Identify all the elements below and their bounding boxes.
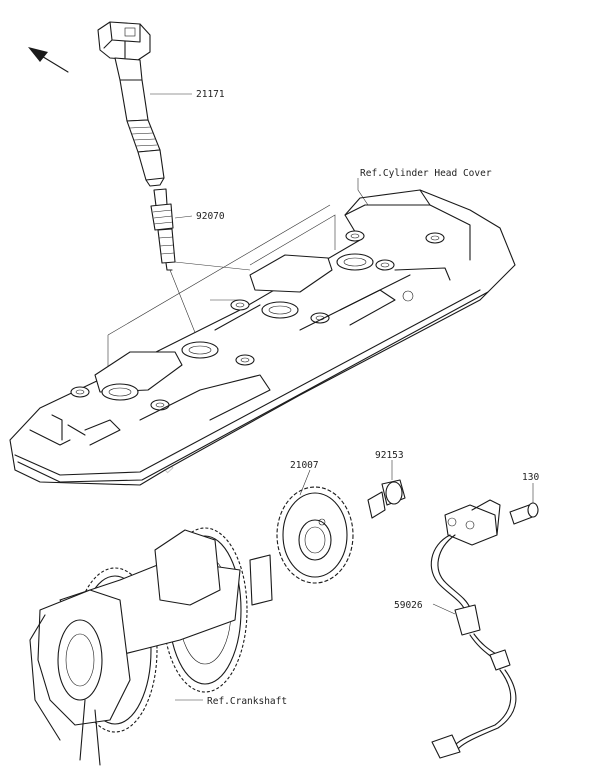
timing-rotor bbox=[276, 486, 354, 584]
crank-position-sensor bbox=[430, 499, 539, 759]
label-crankshaft-ref: Ref.Crankshaft bbox=[207, 696, 287, 707]
plug-hole-3 bbox=[181, 341, 219, 359]
label-spark-plug: 92070 bbox=[196, 211, 225, 222]
label-head-cover-ref: Ref.Cylinder Head Cover bbox=[360, 168, 492, 179]
plug-hole-4 bbox=[336, 253, 374, 271]
label-rotor: 21007 bbox=[290, 460, 319, 471]
direction-arrow-icon bbox=[28, 47, 69, 73]
mounting-bosses bbox=[70, 230, 445, 411]
ignition-coil bbox=[97, 21, 165, 187]
label-rotor-bolt: 92153 bbox=[375, 450, 404, 461]
spark-plug bbox=[150, 188, 176, 271]
leader-lines bbox=[150, 93, 534, 701]
plug-hole-1 bbox=[94, 351, 183, 401]
label-sensor: 59026 bbox=[394, 600, 423, 611]
plug-hole-2 bbox=[249, 254, 333, 319]
label-ignition-coil: 21171 bbox=[196, 89, 225, 100]
crankshaft bbox=[29, 527, 273, 766]
label-sensor-bolt: 130 bbox=[522, 472, 539, 483]
cylinder-head-cover bbox=[9, 189, 516, 486]
rotor-bolt bbox=[367, 479, 406, 519]
